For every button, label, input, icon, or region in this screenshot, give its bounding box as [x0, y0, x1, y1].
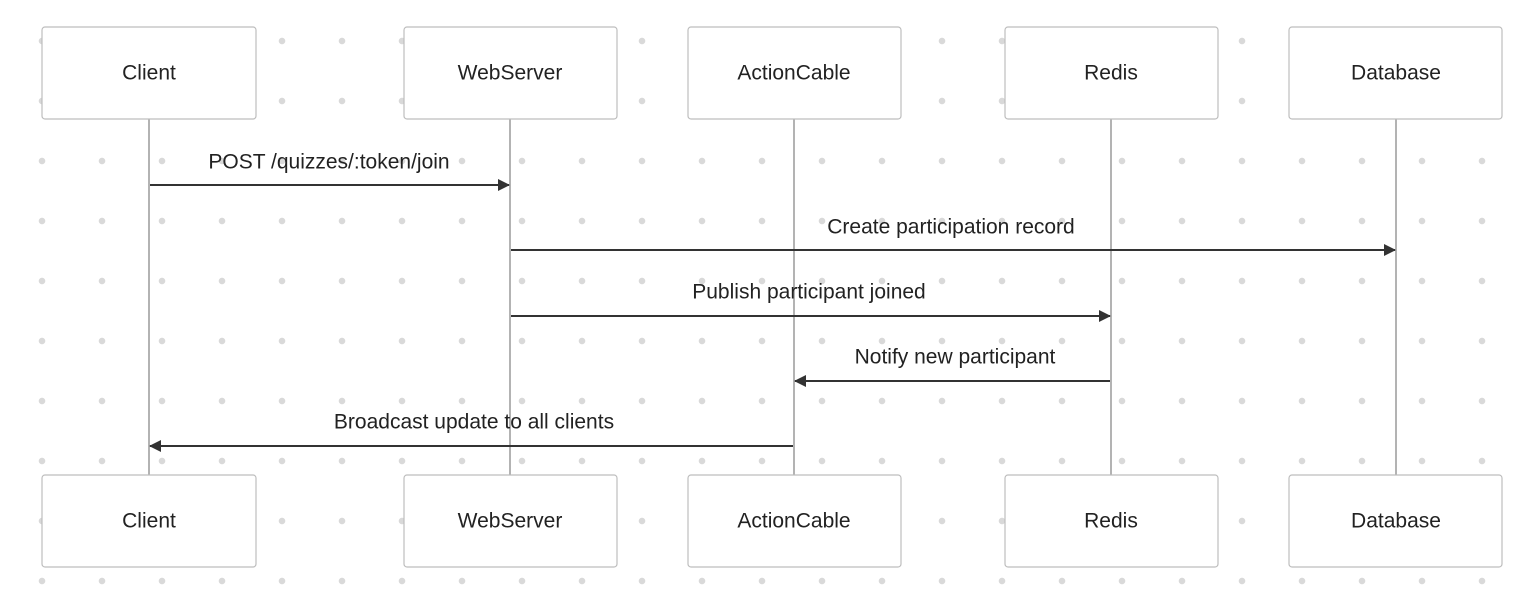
- participant-box: [403, 26, 618, 120]
- participant-label: ActionCable: [737, 62, 850, 85]
- participant-label: Redis: [1084, 510, 1138, 533]
- participant-client-bottom: Client: [41, 474, 257, 568]
- participant-database-top: Database: [1288, 26, 1503, 120]
- participant-box: [41, 474, 257, 568]
- participant-box: [687, 26, 902, 120]
- participant-label: WebServer: [458, 62, 563, 85]
- participant-label: ActionCable: [737, 510, 850, 533]
- participants-top: Client WebServer ActionCable Redis Datab…: [41, 26, 1503, 120]
- participant-database-bottom: Database: [1288, 474, 1503, 568]
- participant-webserver-top: WebServer: [403, 26, 618, 120]
- message-label: Create participation record: [827, 216, 1074, 239]
- message-label: Notify new participant: [855, 346, 1056, 369]
- participant-box: [1288, 26, 1503, 120]
- message-label: Broadcast update to all clients: [334, 411, 614, 434]
- message-label: Publish participant joined: [692, 281, 925, 304]
- messages: POST /quizzes/:token/join Create partici…: [149, 151, 1396, 452]
- participant-label: Client: [122, 510, 176, 533]
- participant-box: [1288, 474, 1503, 568]
- participant-box: [1004, 26, 1219, 120]
- participants-bottom: Client WebServer ActionCable Redis Datab…: [41, 474, 1503, 568]
- participant-label: Database: [1351, 62, 1441, 85]
- participant-box: [687, 474, 902, 568]
- message-create-participation: Create participation record: [511, 216, 1396, 256]
- participant-webserver-bottom: WebServer: [403, 474, 618, 568]
- participant-redis-bottom: Redis: [1004, 474, 1219, 568]
- participant-box: [403, 474, 618, 568]
- lifelines: [148, 119, 1397, 475]
- message-publish-joined: Publish participant joined: [511, 281, 1111, 322]
- participant-label: Database: [1351, 510, 1441, 533]
- participant-label: WebServer: [458, 510, 563, 533]
- participant-actioncable-top: ActionCable: [687, 26, 902, 120]
- participant-actioncable-bottom: ActionCable: [687, 474, 902, 568]
- message-notify-participant: Notify new participant: [794, 346, 1110, 387]
- participant-label: Redis: [1084, 62, 1138, 85]
- participant-label: Client: [122, 62, 176, 85]
- participant-box: [1004, 474, 1219, 568]
- message-post-join: POST /quizzes/:token/join: [150, 151, 510, 191]
- message-label: POST /quizzes/:token/join: [208, 151, 449, 174]
- participant-client-top: Client: [41, 26, 257, 120]
- participant-box: [41, 26, 257, 120]
- participant-redis-top: Redis: [1004, 26, 1219, 120]
- message-broadcast-update: Broadcast update to all clients: [149, 411, 793, 452]
